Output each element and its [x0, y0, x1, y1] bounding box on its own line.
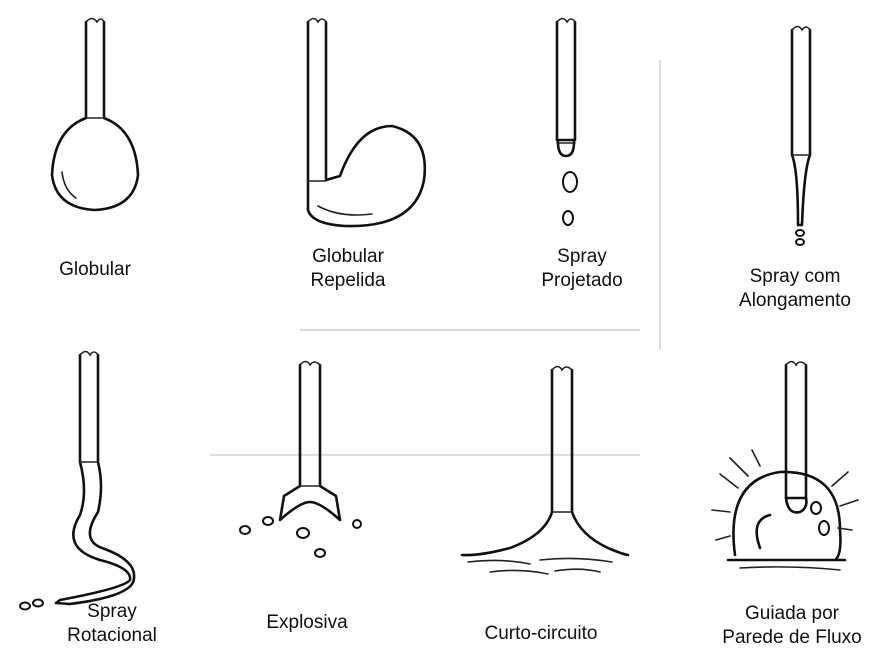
label-curto-circuito: Curto-circuito	[485, 622, 598, 646]
guiada-por-parede-de-fluxo-illustration	[712, 362, 858, 571]
label-globular: Globular	[59, 258, 131, 282]
label-explosiva: Explosiva	[266, 611, 347, 635]
label-spray-projetado: Spray Projetado	[541, 245, 622, 293]
explosiva-illustration	[240, 362, 361, 558]
spray-rotacional-illustration	[20, 352, 134, 610]
globular-repelida-illustration	[308, 19, 425, 227]
spray-com-alongamento-illustration	[792, 27, 810, 246]
curto-circuito-illustration	[462, 367, 628, 575]
label-guiada-por-parede-de-fluxo: Guiada por Parede de Fluxo	[722, 602, 861, 650]
label-spray-rotacional: Spray Rotacional	[67, 600, 157, 648]
spray-projetado-illustration	[557, 19, 577, 226]
label-globular-repelida: Globular Repelida	[311, 245, 386, 293]
label-spray-com-alongamento: Spray com Alongamento	[739, 265, 851, 313]
globular-illustration	[52, 19, 138, 211]
